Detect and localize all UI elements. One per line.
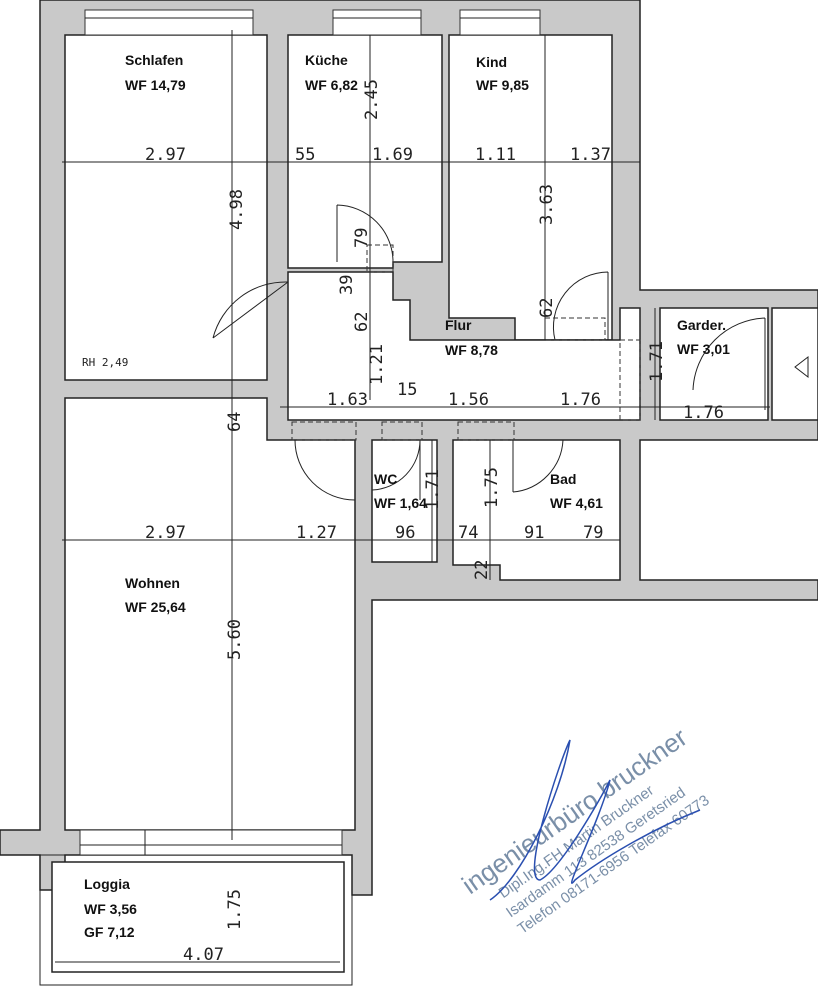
room-area: WF 4,61 bbox=[550, 495, 603, 511]
room-area: WF 9,85 bbox=[476, 77, 529, 93]
dim-label: 64 bbox=[225, 412, 245, 432]
dim-label: 5.60 bbox=[225, 619, 245, 660]
dim-label: 15 bbox=[397, 380, 417, 400]
room-area: WF 3,01 bbox=[677, 341, 730, 357]
room-wc bbox=[371, 439, 438, 563]
dim-label: 1.75 bbox=[482, 467, 502, 508]
room-entrance bbox=[771, 307, 818, 421]
dim-label: 91 bbox=[524, 523, 544, 543]
dim-label: 96 bbox=[395, 523, 415, 543]
dim-label: 1.76 bbox=[683, 403, 724, 423]
dim-label: 39 bbox=[337, 275, 357, 295]
room-area: WF 14,79 bbox=[125, 77, 186, 93]
room-kind bbox=[448, 34, 613, 341]
room-wohnen bbox=[64, 397, 356, 831]
dim-label: 1.56 bbox=[448, 390, 489, 410]
room-area: WF 8,78 bbox=[445, 342, 498, 358]
dim-label: 79 bbox=[352, 228, 372, 248]
signature bbox=[489, 739, 701, 901]
room-label: Flur bbox=[445, 317, 472, 333]
dimension-labels: 2.97 55 1.69 1.11 1.37 4.98 2.45 3.63 79… bbox=[145, 79, 724, 965]
room-area: WF 3,56 bbox=[84, 901, 137, 917]
dim-label: 2.97 bbox=[145, 523, 186, 543]
room-area: WF 25,64 bbox=[125, 599, 186, 615]
dim-label: 2.97 bbox=[145, 145, 186, 165]
dim-label: 1.37 bbox=[570, 145, 611, 165]
room-area: WF 1,64 bbox=[374, 495, 427, 511]
dim-label: 79 bbox=[583, 523, 603, 543]
room-label: Wohnen bbox=[125, 575, 180, 591]
room-label: WC bbox=[374, 471, 397, 487]
dim-label: 62 bbox=[537, 298, 557, 318]
room-garderobe bbox=[659, 307, 769, 421]
room-bad bbox=[452, 439, 621, 581]
room-kueche bbox=[287, 34, 443, 269]
dim-label: 2.45 bbox=[362, 79, 382, 120]
dim-label: 1.75 bbox=[225, 889, 245, 930]
room-area: WF 6,82 bbox=[305, 77, 358, 93]
dim-label: 22 bbox=[472, 560, 492, 580]
room-label: Küche bbox=[305, 52, 348, 68]
room-label: Schlafen bbox=[125, 52, 183, 68]
dim-label: 1.69 bbox=[372, 145, 413, 165]
entrance-arrow-icon bbox=[794, 355, 809, 379]
room-area: GF 7,12 bbox=[84, 924, 135, 940]
room-label: Garder. bbox=[677, 317, 726, 333]
dim-label: 1.71 bbox=[647, 341, 667, 382]
dim-label: 4.07 bbox=[183, 945, 224, 965]
room-label: Kind bbox=[476, 54, 507, 70]
dim-label: 3.63 bbox=[537, 184, 557, 225]
dim-label: 1.21 bbox=[367, 344, 387, 385]
dim-label: 55 bbox=[295, 145, 315, 165]
company-stamp: ingenieurbüro bruckner Dipl.Ing.FH Marti… bbox=[456, 722, 712, 938]
dim-label: 1.76 bbox=[560, 390, 601, 410]
dim-label: 1.63 bbox=[327, 390, 368, 410]
room-loggia bbox=[51, 861, 345, 973]
room-height: RH 2,49 bbox=[82, 356, 128, 369]
windows bbox=[79, 9, 541, 856]
dim-label: 1.11 bbox=[475, 145, 516, 165]
dim-label: 74 bbox=[458, 523, 478, 543]
dim-label: 1.71 bbox=[423, 469, 443, 510]
room-label: Loggia bbox=[84, 876, 130, 892]
dim-label: 62 bbox=[352, 312, 372, 332]
room-label: Bad bbox=[550, 471, 576, 487]
dim-label: 1.27 bbox=[296, 523, 337, 543]
dimension-lines bbox=[55, 30, 770, 963]
dim-label: 4.98 bbox=[227, 189, 247, 230]
